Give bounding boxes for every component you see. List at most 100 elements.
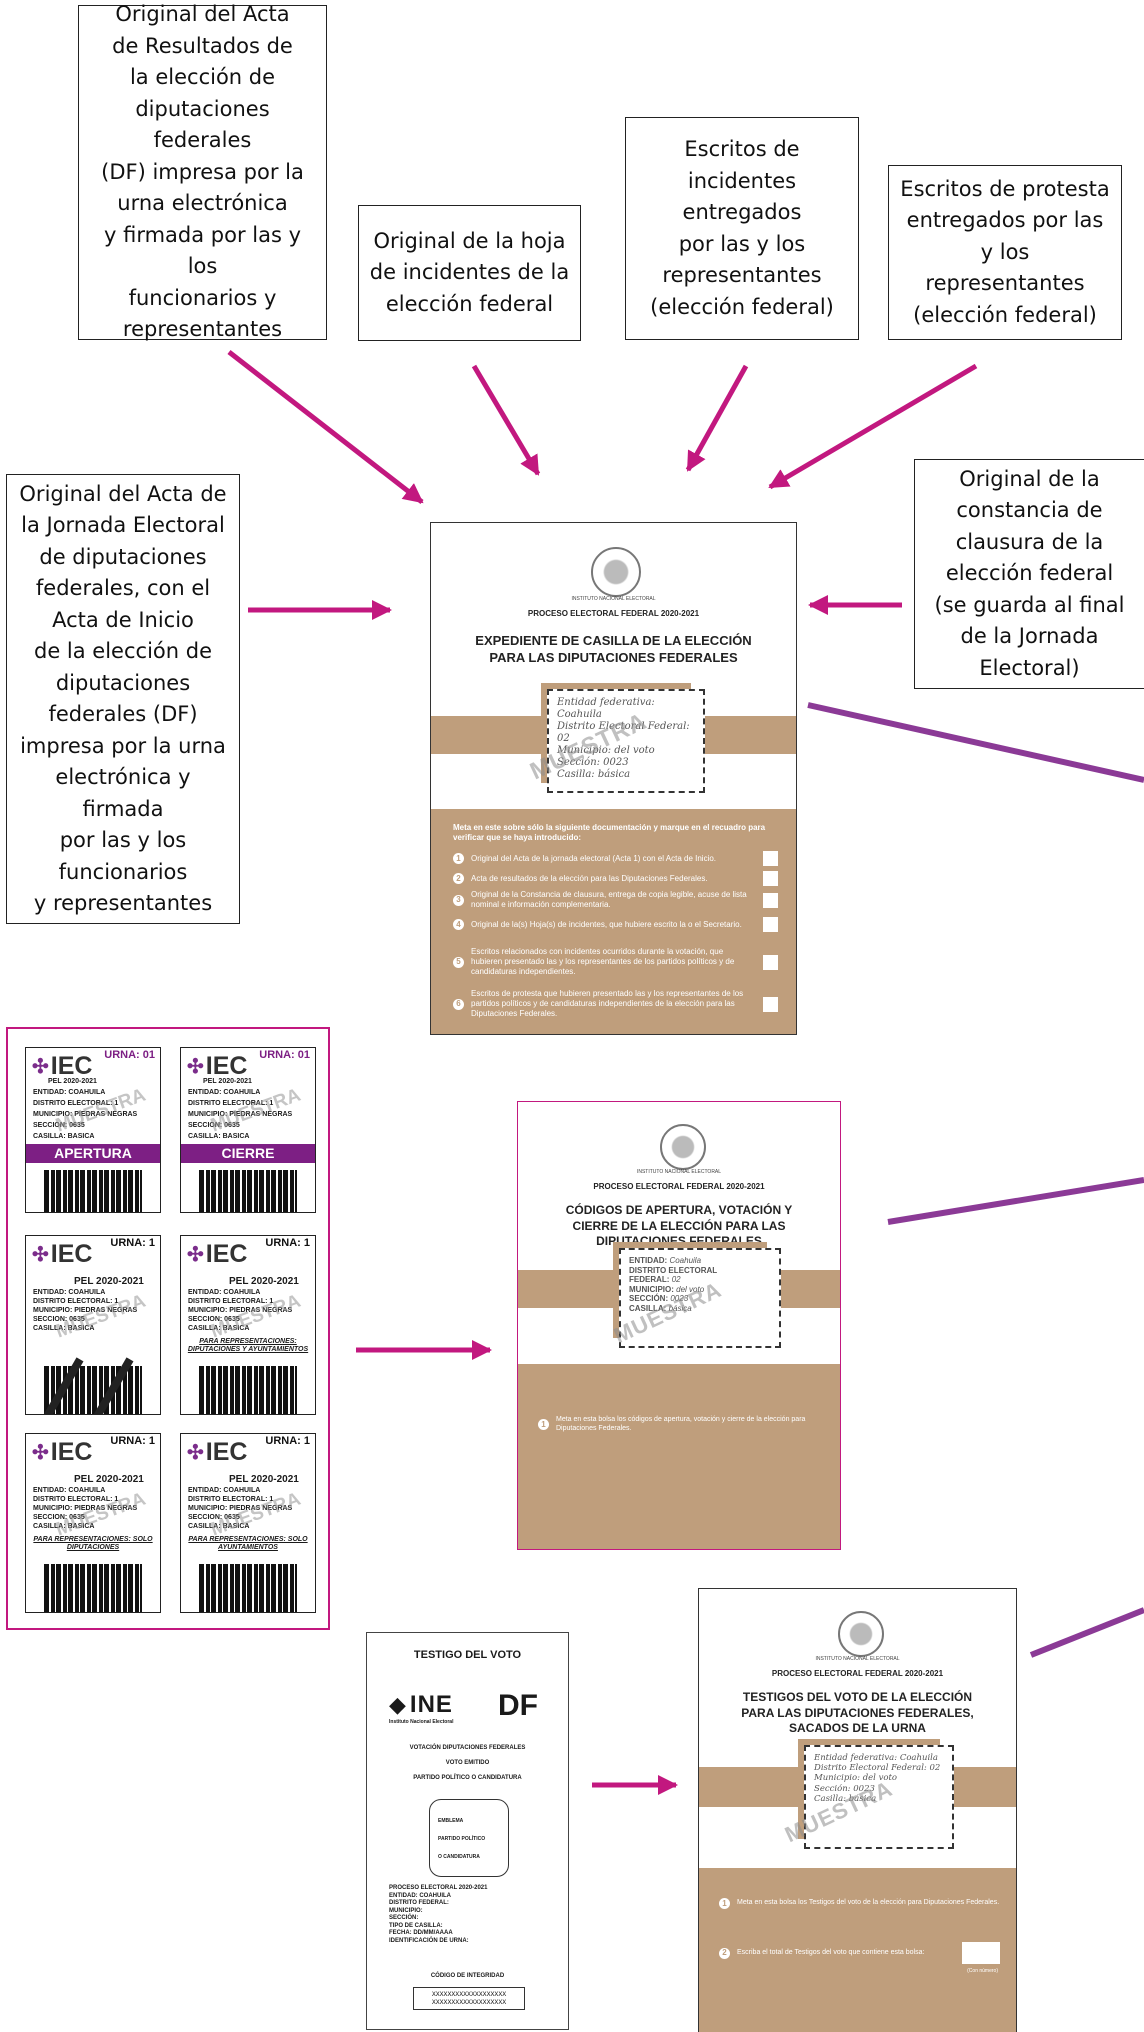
label-value: 0023: [670, 1294, 689, 1304]
label-value: Coahuila: [669, 1256, 702, 1265]
detail-line: MUNICIPIO:: [389, 1907, 423, 1914]
detail-line: TIPO DE CASILLA:: [389, 1922, 443, 1929]
arrow-escritos-protesta: [768, 363, 978, 490]
iec-logo: ✣IEC: [187, 1240, 247, 1269]
detail-line: IDENTIFICACIÓN DE URNA:: [389, 1937, 469, 1944]
instructions-panel: 1 Meta en esta bolsa los códigos de apert…: [518, 1364, 840, 1549]
arrow-escritos-incidentes: [685, 364, 749, 472]
envelope-expediente-casilla: INSTITUTO NACIONAL ELECTORAL PROCESO ELE…: [430, 522, 797, 1035]
urna-label: URNA: 01: [104, 1049, 155, 1061]
label-key: DISTRITO ELECTORAL: [629, 1265, 718, 1275]
emblem-box: EMBLEMA PARTIDO POLÍTICO O CANDIDATURA: [429, 1799, 509, 1877]
number-badge: 6: [453, 998, 464, 1010]
iec-mark-icon: ✣: [32, 1442, 49, 1464]
code-header: PEL 2020-2021: [48, 1078, 97, 1085]
connector-line-2: [887, 1177, 1144, 1225]
box-acta-jornada: Original del Acta de la Jornada Electora…: [6, 474, 240, 924]
instruction-text: Meta en esta bolsa los Testigos del voto…: [737, 1899, 1000, 1907]
testigo-details: PROCESO ELECTORAL 2020-2021 ENTIDAD: COA…: [389, 1885, 487, 1945]
code-line: ENTIDAD: COAHUILA: [188, 1089, 261, 1096]
number-badge: 2: [453, 873, 464, 884]
code-line: MUNICIPIO: PIEDRAS NEGRAS: [188, 1307, 293, 1314]
label-line: Municipio: del voto: [557, 745, 655, 756]
box-escritos-incidentes: Escritos de incidentes entregados por la…: [625, 117, 859, 340]
iec-logo: ✣IEC: [187, 1438, 247, 1467]
code-line: ENTIDAD: COAHUILA: [188, 1289, 261, 1296]
barcode: [44, 1170, 142, 1212]
count-input[interactable]: [962, 1942, 1000, 1964]
barcode: [44, 1564, 142, 1612]
label-line: Sección: 0023: [814, 1783, 875, 1794]
instruction-item: 1 Meta en esta bolsa los Testigos del vot…: [719, 1898, 1000, 1909]
code-line: XXXXXXXXXXXXXXXXXXX: [431, 1998, 507, 2007]
checkbox[interactable]: [763, 871, 778, 886]
label-key: ENTIDAD:: [629, 1256, 668, 1265]
code-line: ENTIDAD: COAHUILA: [188, 1487, 261, 1494]
testigo-line: PARTIDO POLÍTICO O CANDIDATURA: [413, 1775, 522, 1781]
checkbox[interactable]: [763, 954, 778, 970]
iec-mark-icon: ✣: [187, 1442, 204, 1464]
number-badge: 4: [453, 919, 464, 930]
number-badge: 1: [719, 1898, 730, 1909]
checkbox[interactable]: [763, 996, 778, 1012]
connector-line-3: [1029, 1607, 1144, 1658]
label-line: FEDERAL: 02: [629, 1275, 771, 1285]
checkbox[interactable]: [763, 892, 778, 908]
code-line: ENTIDAD: COAHUILA: [33, 1089, 106, 1096]
label-key: FEDERAL:: [629, 1275, 670, 1285]
code-line: DISTRITO ELECTORAL: 1: [33, 1100, 119, 1107]
code-header: PEL 2020-2021: [229, 1474, 299, 1485]
barcode: [199, 1366, 297, 1414]
number-badge: 2: [719, 1947, 730, 1959]
code-line: DISTRITO ELECTORAL: 1: [188, 1298, 274, 1305]
instructions-intro: Meta en este sobre sólo la siguiente doc…: [453, 823, 766, 842]
number-badge: 1: [538, 1419, 549, 1431]
instruction-text: Meta en esta bolsa los códigos de apertu…: [556, 1416, 806, 1432]
box-hoja-incidentes: Original de la hoja de incidentes de la …: [358, 205, 581, 341]
seal-icon: [591, 547, 641, 597]
connector-line-1: [807, 702, 1144, 783]
label-line: Distrito Electoral Federal: 02: [814, 1763, 941, 1774]
ine-brand: INE: [409, 1691, 453, 1718]
seal-icon: [660, 1124, 706, 1170]
label-key: MUNICIPIO:: [629, 1284, 674, 1294]
urna-label: URNA: 1: [110, 1237, 155, 1249]
code-line: MUNICIPIO: PIEDRAS NEGRAS: [33, 1505, 138, 1512]
label-line: SECCIÓN: 0023: [629, 1294, 771, 1304]
checklist-text: Escritos de protesta que hubieren presen…: [471, 989, 744, 1018]
iec-logo-text: IEC: [205, 1052, 248, 1080]
election-type: DF: [498, 1689, 538, 1722]
code-banner: APERTURA: [26, 1144, 160, 1163]
label-line: Casilla: básica: [557, 769, 631, 780]
envelope-codigos: INSTITUTO NACIONAL ELECTORAL PROCESO ELE…: [517, 1101, 841, 1550]
detail-line: PROCESO ELECTORAL 2020-2021: [389, 1885, 488, 1891]
checkbox[interactable]: [763, 917, 778, 932]
envelope-testigos: INSTITUTO NACIONAL ELECTORAL PROCESO ELE…: [698, 1588, 1017, 2032]
label-line: DISTRITO ELECTORAL: [629, 1266, 771, 1276]
checkbox[interactable]: [763, 851, 778, 866]
code-line: CASILLA: BASICA: [188, 1325, 250, 1332]
label-panel: ENTIDAD: Coahuila DISTRITO ELECTORAL FED…: [613, 1242, 781, 1348]
code-line: ENTIDAD: COAHUILA: [33, 1487, 106, 1494]
code-line: SECCION: 0635: [33, 1122, 85, 1129]
iec-logo-text: IEC: [50, 1052, 93, 1080]
code-line: MUNICIPIO: PIEDRAS NEGRAS: [33, 1307, 138, 1314]
code-line: CASILLA: BASICA: [188, 1523, 250, 1530]
code-line: DISTRITO ELECTORAL: 1: [188, 1100, 274, 1107]
iec-logo-text: IEC: [50, 1438, 93, 1466]
code-header: PEL 2020-2021: [74, 1276, 144, 1287]
code-banner: CIERRE: [181, 1144, 315, 1163]
iec-logo: ✣IEC: [32, 1240, 92, 1269]
label-line: CASILLA: básica: [629, 1304, 771, 1314]
process-label: PROCESO ELECTORAL FEDERAL 2020-2021: [527, 609, 700, 618]
seal-caption: INSTITUTO NACIONAL ELECTORAL: [815, 1656, 900, 1662]
integrity-code: XXXXXXXXXXXXXXXXXXX XXXXXXXXXXXXXXXXXXX: [413, 1987, 525, 2010]
testigo-line: VOTO EMITIDO: [445, 1760, 490, 1766]
